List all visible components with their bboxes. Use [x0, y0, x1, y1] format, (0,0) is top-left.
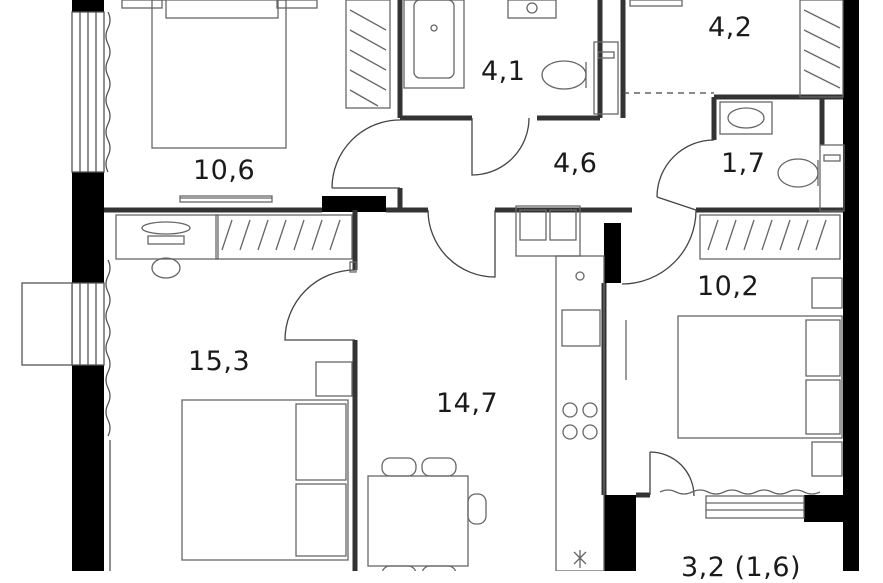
wardrobe-top-left [345, 0, 391, 109]
bathtub [403, 0, 557, 89]
wardrobe-left [215, 214, 357, 273]
room-area-balcony: 3,2 (1,6) [681, 552, 802, 583]
dining-table [367, 457, 487, 571]
room-area-kitchen-living: 14,7 [436, 388, 499, 419]
exterior-walls [72, 0, 859, 571]
floor-plan [21, 0, 859, 571]
desk-left [115, 214, 219, 279]
wardrobe-top-right [629, 0, 844, 98]
wc-fixtures [719, 101, 845, 212]
doors [284, 117, 715, 497]
room-area-bathroom: 4,1 [481, 56, 526, 87]
kitchen-counter [515, 205, 605, 571]
room-area-wc: 1,7 [721, 148, 766, 179]
bed-left [181, 361, 353, 561]
room-area-bedroom-left: 15,3 [188, 346, 251, 377]
room-area-bedroom-top-left: 10,6 [193, 155, 256, 186]
toilet-bath [541, 41, 619, 115]
bed-top-left [121, 0, 318, 203]
window-left [21, 11, 111, 571]
room-area-hallway: 4,6 [553, 148, 598, 179]
room-area-bedroom-right: 10,2 [697, 271, 760, 302]
wardrobe-right [699, 214, 843, 309]
balcony-window [659, 489, 821, 519]
bed-right [625, 315, 843, 477]
room-area-closet: 4,2 [708, 12, 753, 43]
